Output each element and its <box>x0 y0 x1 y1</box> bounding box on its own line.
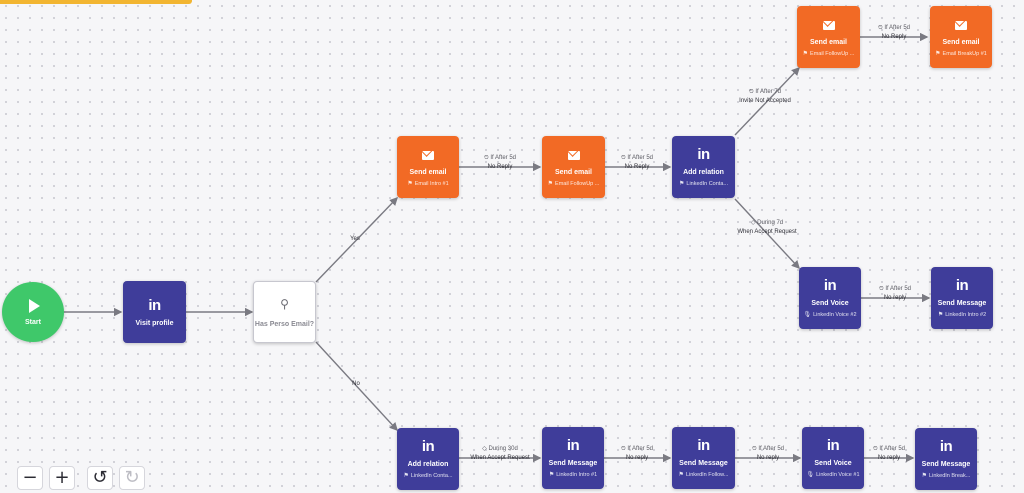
node-subtitle: ⚑Email BreakUp #1 <box>935 50 987 58</box>
add-relation-bottom-node[interactable]: in Add relation ⚑LinkedIn Conta... <box>397 428 459 490</box>
start-label: Start <box>25 318 41 326</box>
flag-icon: ⚑ <box>407 181 413 187</box>
linkedin-icon: in <box>697 437 710 454</box>
flag-icon: ⚑ <box>802 51 809 57</box>
linkedin-icon: in <box>566 437 580 454</box>
node-subtitle: 🎙LinkedIn Voice #2 <box>803 311 857 319</box>
node-title: Send email <box>409 169 447 176</box>
edge-label-no: No <box>352 381 360 387</box>
flag-icon: ⚑ <box>679 181 685 187</box>
node-title: Send email <box>555 169 592 176</box>
linkedin-icon: in <box>826 437 840 454</box>
has-perso-email-condition-node[interactable]: ⚲ Has Perso Email? <box>253 281 316 343</box>
node-title: Has Perso Email? <box>254 321 315 328</box>
zoom-in-button[interactable]: + <box>49 466 75 490</box>
microphone-icon: 🎙 <box>806 472 815 478</box>
send-voice-top-node[interactable]: in Send Voice 🎙LinkedIn Voice #2 <box>799 267 861 329</box>
send-message-follow-node[interactable]: in Send Message ⚑LinkedIn Follow... <box>672 427 735 489</box>
flag-icon: ⚑ <box>921 473 928 479</box>
node-subtitle: ⚑LinkedIn Intro #2 <box>937 311 987 319</box>
condition-branch-icon: ⚲ <box>280 297 289 311</box>
start-node[interactable]: Start <box>2 282 64 342</box>
top-accent-bar <box>0 0 192 4</box>
add-relation-top-node[interactable]: in Add relation ⚑LinkedIn Conta... <box>672 136 735 198</box>
node-subtitle: ⚑Email FollowUp ... <box>547 180 600 188</box>
send-email-intro-node[interactable]: Send email ⚑Email Intro #1 <box>397 136 459 198</box>
send-message-top-node[interactable]: in Send Message ⚑LinkedIn Intro #2 <box>931 267 993 329</box>
linkedin-icon: in <box>697 146 710 163</box>
node-title: Send Message <box>937 300 987 307</box>
node-title: Send Message <box>921 461 971 468</box>
edge-label-yes: Yes <box>350 236 360 242</box>
linkedin-icon: in <box>421 438 435 455</box>
node-title: Send Voice <box>814 460 852 467</box>
microphone-icon: 🎙 <box>803 312 812 318</box>
node-title: Visit profile <box>135 319 174 327</box>
play-icon <box>29 298 40 313</box>
node-subtitle: ⚑LinkedIn Break... <box>921 472 971 480</box>
node-subtitle: ⚑Email Intro #1 <box>407 180 449 188</box>
linkedin-icon: in <box>939 438 953 455</box>
node-subtitle: 🎙LinkedIn Voice #1 <box>806 471 860 479</box>
envelope-icon <box>567 147 580 163</box>
send-voice-bottom-node[interactable]: in Send Voice 🎙LinkedIn Voice #1 <box>802 427 864 489</box>
undo-button[interactable]: ↺ <box>87 466 113 490</box>
zoom-out-button[interactable]: − <box>17 466 43 490</box>
node-title: Send Message <box>679 460 728 467</box>
send-message-break-node[interactable]: in Send Message ⚑LinkedIn Break... <box>915 428 977 490</box>
send-message-intro-node[interactable]: in Send Message ⚑LinkedIn Intro #1 <box>542 427 604 489</box>
node-subtitle: ⚑LinkedIn Follow... <box>678 471 729 479</box>
flag-icon: ⚑ <box>548 472 555 478</box>
node-title: Send email <box>942 39 980 46</box>
linkedin-icon: in <box>148 296 161 314</box>
flag-icon: ⚑ <box>678 472 684 478</box>
node-subtitle: ⚑LinkedIn Conta... <box>679 180 728 188</box>
node-title: Send Message <box>548 460 598 467</box>
node-title: Send Voice <box>811 300 849 307</box>
envelope-icon <box>955 17 967 33</box>
send-email-followup2-node[interactable]: Send email ⚑Email FollowUp ... <box>797 6 860 68</box>
linkedin-icon: in <box>955 277 969 294</box>
node-title: Send email <box>810 39 847 46</box>
linkedin-icon: in <box>823 277 837 294</box>
canvas-controls: − + ↺ ↻ <box>17 466 145 490</box>
flag-icon: ⚑ <box>547 181 554 187</box>
flag-icon: ⚑ <box>935 51 941 57</box>
envelope-icon <box>422 147 434 163</box>
node-title: Add relation <box>407 461 449 468</box>
redo-button[interactable]: ↻ <box>119 466 145 490</box>
node-subtitle: ⚑LinkedIn Conta... <box>403 472 453 480</box>
send-email-breakup-node[interactable]: Send email ⚑Email BreakUp #1 <box>930 6 992 68</box>
send-email-followup-node[interactable]: Send email ⚑Email FollowUp ... <box>542 136 605 198</box>
node-title: Add relation <box>683 169 724 176</box>
node-subtitle: ⚑Email FollowUp ... <box>802 50 855 58</box>
envelope-icon <box>822 17 835 33</box>
flag-icon: ⚑ <box>403 473 409 479</box>
visit-profile-node[interactable]: in Visit profile <box>123 281 186 343</box>
flag-icon: ⚑ <box>937 312 944 318</box>
node-subtitle: ⚑LinkedIn Intro #1 <box>548 471 598 479</box>
